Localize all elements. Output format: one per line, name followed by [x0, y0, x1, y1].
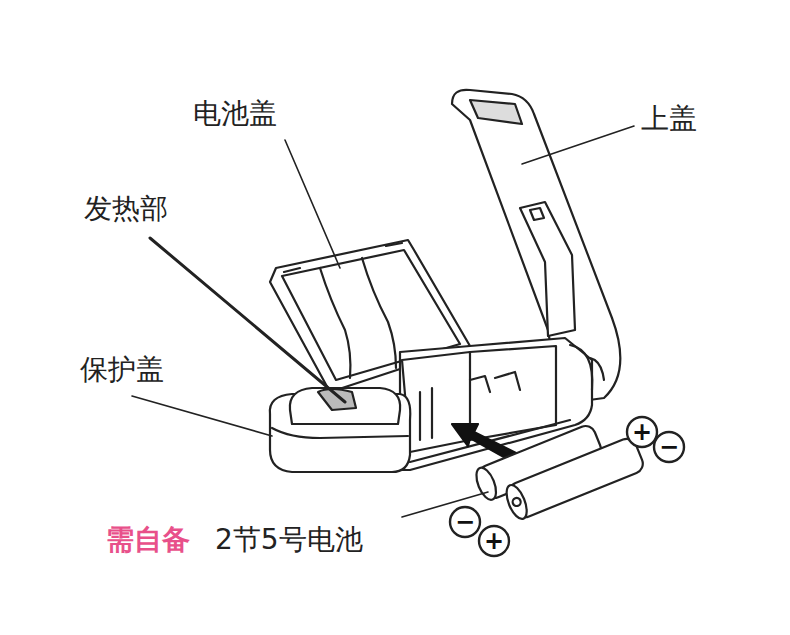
aa-batteries	[472, 423, 645, 522]
polarity-symbol: −	[455, 510, 475, 534]
battery-note: 2节5号电池	[215, 526, 363, 554]
polarity-symbol: +	[632, 420, 652, 444]
part-label: 上盖	[641, 105, 697, 133]
polarity-symbol: +	[484, 529, 504, 553]
leader-lines	[132, 126, 634, 517]
polarity-symbol: −	[659, 435, 679, 459]
part-label: 电池盖	[193, 100, 277, 128]
part-label: 发热部	[84, 195, 168, 223]
part-label: 保护盖	[80, 356, 164, 384]
protective-cover	[270, 388, 410, 472]
polarity-circles	[450, 417, 684, 556]
note-highlight: 需自备	[106, 526, 190, 554]
